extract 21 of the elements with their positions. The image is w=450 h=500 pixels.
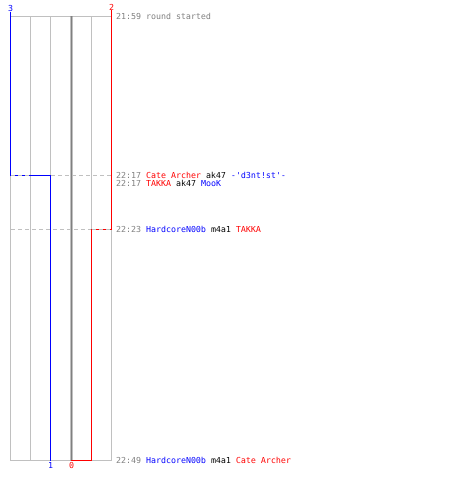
player-name: -'d3nt!st'-: [230, 171, 286, 179]
alive-count-label: 0: [69, 461, 74, 469]
timestamp: 22:17: [116, 171, 141, 179]
player-name: MooK: [200, 179, 221, 187]
player-name: Cate Archer: [236, 456, 291, 464]
player-name: Cate Archer: [146, 171, 201, 179]
weapon-name: ak47: [206, 171, 226, 179]
weapon-name: m4a1: [210, 456, 231, 464]
alive-count-label: 2: [109, 3, 114, 11]
player-name: HardcoreN00b: [146, 225, 206, 233]
timestamp: 22:49: [116, 456, 141, 464]
player-name: HardcoreN00b: [146, 456, 206, 464]
event-text: 21:59 round started: [116, 12, 211, 20]
timestamp: 22:17: [116, 179, 141, 187]
alive-count-label: 3: [8, 4, 13, 12]
weapon-name: m4a1: [210, 225, 231, 233]
timestamp: 22:23: [116, 225, 141, 233]
weapon-name: ak47: [176, 179, 196, 187]
alive-count-label: 1: [48, 461, 53, 469]
player-name: TAKKA: [236, 225, 261, 233]
player-name: TAKKA: [146, 179, 171, 187]
